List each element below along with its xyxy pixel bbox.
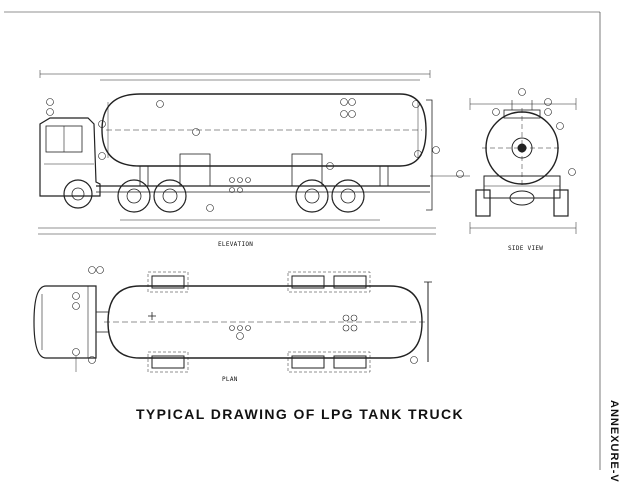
truck-cab: [39, 117, 101, 197]
tank-plan: [107, 285, 423, 359]
side-view-label: SIDE VIEW: [508, 245, 544, 252]
side-view: [469, 88, 577, 234]
drive-wheel-1: [117, 179, 151, 213]
cab-plan: [33, 285, 97, 359]
trailer-wheel-1: [295, 179, 329, 213]
annexure-label: ANNEXURE-V: [608, 400, 620, 483]
side-wheel-right: [553, 189, 569, 217]
drive-wheel-2: [153, 179, 187, 213]
side-wheel-left: [475, 189, 491, 217]
drawing-title: TYPICAL DRAWING OF LPG TANK TRUCK: [135, 406, 464, 422]
trailer-wheel-2: [331, 179, 365, 213]
elevation-view: [38, 70, 470, 235]
elevation-label: ELEVATION: [218, 241, 254, 248]
plan-view: [33, 266, 432, 373]
plan-label: PLAN: [222, 376, 238, 383]
front-wheel: [63, 179, 93, 209]
